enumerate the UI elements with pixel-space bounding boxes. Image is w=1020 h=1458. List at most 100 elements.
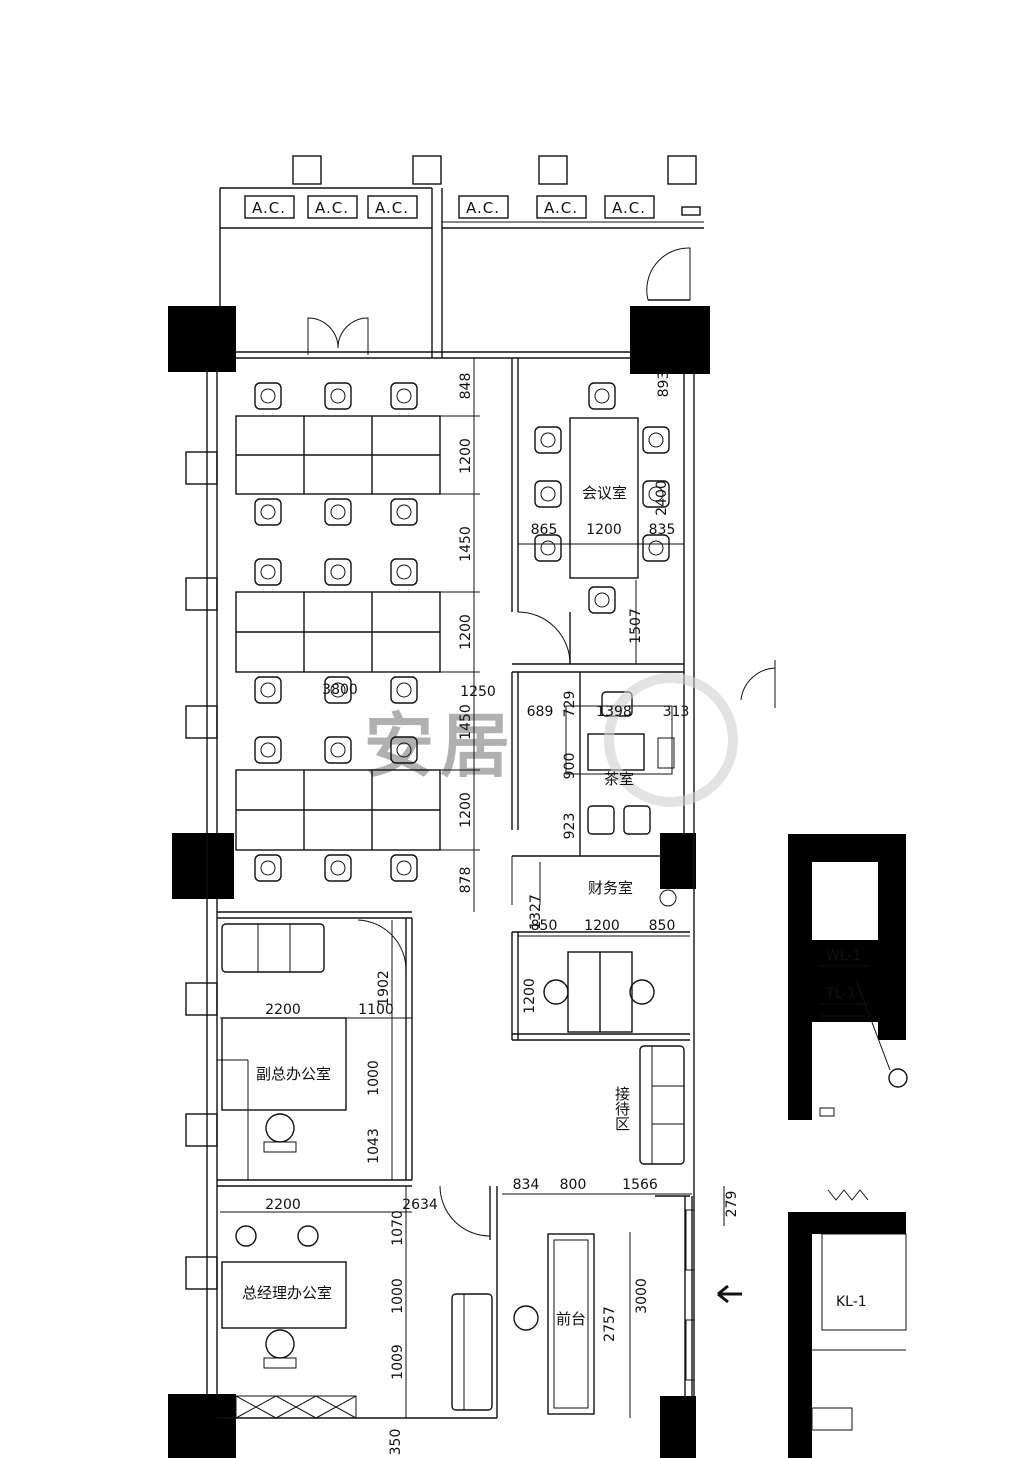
workstation-chair: [254, 676, 282, 704]
dim-878: 878: [458, 867, 474, 894]
ac-label-2: A.C.: [315, 199, 349, 217]
dim-834: 834: [513, 1177, 540, 1193]
dim-1043: 1043: [366, 1128, 382, 1164]
workstation-chair: [324, 498, 352, 526]
ac-label-1: A.C.: [252, 199, 286, 217]
meeting-chair: [642, 426, 670, 454]
workstation-chair: [324, 736, 352, 764]
workstation-chair: [254, 854, 282, 882]
gm-furniture: [221, 1225, 493, 1411]
shaft-labels: WL-1 TL-1 KL-1: [820, 948, 868, 1310]
dim-1200-finance-v: 1200: [522, 978, 538, 1014]
dim-1902: 1902: [376, 970, 392, 1006]
dim-2200-b: 2200: [265, 1197, 301, 1213]
workstation-chair: [324, 558, 352, 586]
workstations: [235, 382, 441, 882]
workstation-chair: [390, 854, 418, 882]
ac-area: A.C. A.C. A.C. A.C. A.C. A.C.: [219, 155, 704, 358]
front-desk-furniture: [513, 1233, 595, 1415]
meeting-chair: [588, 382, 616, 410]
ac-label-6: A.C.: [612, 199, 646, 217]
workstation-chair: [254, 558, 282, 586]
dim-850-b: 850: [649, 918, 676, 934]
reception-sofa: [639, 1045, 685, 1165]
dim-1200-finance: 1200: [584, 918, 620, 934]
dim-1450-b: 1450: [458, 704, 474, 740]
workstation-chair: [390, 382, 418, 410]
dim-279: 279: [724, 1191, 740, 1218]
workstation-chair: [324, 854, 352, 882]
dim-865: 865: [531, 522, 558, 538]
workstation-chair: [254, 736, 282, 764]
label-vice-gm-office: 副总办公室: [256, 1065, 331, 1083]
label-wl1: WL-1: [826, 948, 861, 964]
workstation-chair: [390, 498, 418, 526]
dim-893: 893: [656, 371, 672, 398]
dim-2757: 2757: [602, 1306, 618, 1342]
dim-1450-a: 1450: [458, 526, 474, 562]
dim-1200-b: 1200: [458, 614, 474, 650]
finance-furniture: [543, 951, 655, 1033]
label-gm-office: 总经理办公室: [242, 1284, 332, 1302]
ac-label-3: A.C.: [375, 199, 409, 217]
dim-313: 313: [663, 704, 690, 720]
workstation-chair: [390, 736, 418, 764]
dimension-texts: 848 1200 1450 1200 1450 1200 878 1902 10…: [265, 371, 740, 1456]
label-kl1: KL-1: [836, 1294, 867, 1310]
desk-cluster-2: [235, 591, 441, 673]
dim-1100: 1100: [358, 1002, 394, 1018]
dim-1507: 1507: [628, 608, 644, 644]
workstation-chair: [324, 382, 352, 410]
workstation-chair: [324, 676, 352, 704]
label-tl1: TL-1: [825, 986, 856, 1002]
dim-1000-b: 1000: [390, 1278, 406, 1314]
dim-1566: 1566: [622, 1177, 658, 1193]
meeting-chair: [588, 586, 616, 614]
vice-gm-furniture: [221, 923, 347, 1153]
label-finance: 财务室: [588, 879, 633, 897]
structural-columns: [168, 306, 710, 1458]
dim-1250: 1250: [460, 684, 496, 700]
meeting-chair: [534, 426, 562, 454]
dim-3800: 3800: [322, 682, 358, 698]
label-meeting-room: 会议室: [582, 484, 627, 502]
workstation-chair: [390, 558, 418, 586]
dim-350: 350: [388, 1429, 404, 1456]
dim-1200-meeting: 1200: [586, 522, 622, 538]
ac-label-4: A.C.: [466, 199, 500, 217]
walls: [185, 351, 776, 1419]
label-tea-room: 茶室: [604, 770, 634, 788]
dim-3000: 3000: [634, 1278, 650, 1314]
dim-800: 800: [560, 1177, 587, 1193]
workstation-chair: [254, 382, 282, 410]
meeting-chair: [534, 480, 562, 508]
watermark-text: 安居: [364, 705, 516, 787]
meeting-chair: [534, 534, 562, 562]
dim-900: 900: [562, 753, 578, 780]
dim-1200-a: 1200: [458, 438, 474, 474]
workstation-chair: [390, 676, 418, 704]
dimension-lines: [220, 358, 725, 1418]
dim-850-a: 850: [531, 918, 558, 934]
meeting-room-furniture: [534, 382, 670, 614]
dim-848: 848: [458, 373, 474, 400]
dim-729: 729: [562, 691, 578, 718]
dim-2634: 2634: [402, 1197, 438, 1213]
dim-835: 835: [649, 522, 676, 538]
dim-1398: 1398: [596, 704, 632, 720]
dim-1327: 1327: [528, 894, 544, 930]
dim-2200-a: 2200: [265, 1002, 301, 1018]
meeting-chair: [642, 480, 670, 508]
label-front-desk: 前台: [556, 1310, 586, 1328]
watermark: 安居: [364, 673, 738, 807]
dim-1009: 1009: [390, 1344, 406, 1380]
workstation-chair: [254, 498, 282, 526]
workstation-chairs: [254, 382, 418, 882]
dim-1000-a: 1000: [366, 1060, 382, 1096]
desk-cluster-3: [235, 769, 441, 851]
shafts: [788, 834, 908, 1458]
dim-923: 923: [562, 813, 578, 840]
meeting-chair: [642, 534, 670, 562]
room-labels: 会议室 茶室 财务室 副总办公室 总经理办公室 前台 接待区: [242, 484, 634, 1328]
